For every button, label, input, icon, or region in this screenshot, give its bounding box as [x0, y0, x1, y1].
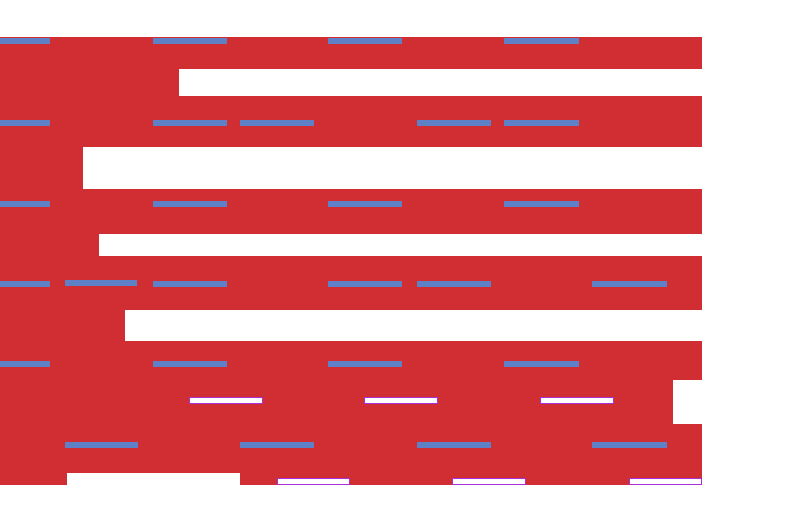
paragraph-gap: [67, 473, 240, 485]
link-bar[interactable]: [417, 120, 491, 126]
link-bar[interactable]: [328, 361, 402, 367]
link-bar[interactable]: [0, 281, 50, 287]
link-bar[interactable]: [592, 442, 667, 448]
highlight-bar[interactable]: [277, 478, 350, 485]
link-bar[interactable]: [504, 120, 579, 126]
highlight-bar[interactable]: [189, 397, 263, 404]
link-bar[interactable]: [65, 280, 137, 286]
highlight-bar[interactable]: [364, 397, 438, 404]
link-bar[interactable]: [592, 281, 667, 287]
link-bar[interactable]: [504, 201, 579, 207]
link-bar[interactable]: [0, 38, 50, 44]
link-bar[interactable]: [0, 361, 50, 367]
highlight-bar[interactable]: [629, 478, 702, 485]
link-bar[interactable]: [328, 38, 402, 44]
highlight-bar[interactable]: [452, 478, 526, 485]
link-bar[interactable]: [153, 281, 227, 287]
link-bar[interactable]: [328, 281, 402, 287]
link-bar[interactable]: [0, 201, 50, 207]
highlight-bar[interactable]: [540, 397, 614, 404]
link-bar[interactable]: [504, 361, 579, 367]
link-bar[interactable]: [328, 201, 402, 207]
link-bar[interactable]: [65, 442, 138, 448]
link-bar[interactable]: [153, 361, 227, 367]
paragraph-gap: [99, 234, 702, 256]
link-bar[interactable]: [240, 120, 314, 126]
link-bar[interactable]: [417, 442, 491, 448]
link-bar[interactable]: [504, 38, 579, 44]
link-bar[interactable]: [240, 442, 314, 448]
text-body-block: [0, 37, 702, 485]
link-bar[interactable]: [153, 38, 227, 44]
link-bar[interactable]: [153, 120, 227, 126]
paragraph-gap: [673, 380, 702, 424]
paragraph-gap: [125, 310, 702, 341]
paragraph-gap: [83, 147, 702, 189]
paragraph-gap: [179, 69, 702, 96]
link-bar[interactable]: [153, 201, 227, 207]
link-bar[interactable]: [417, 281, 491, 287]
link-bar[interactable]: [0, 120, 50, 126]
